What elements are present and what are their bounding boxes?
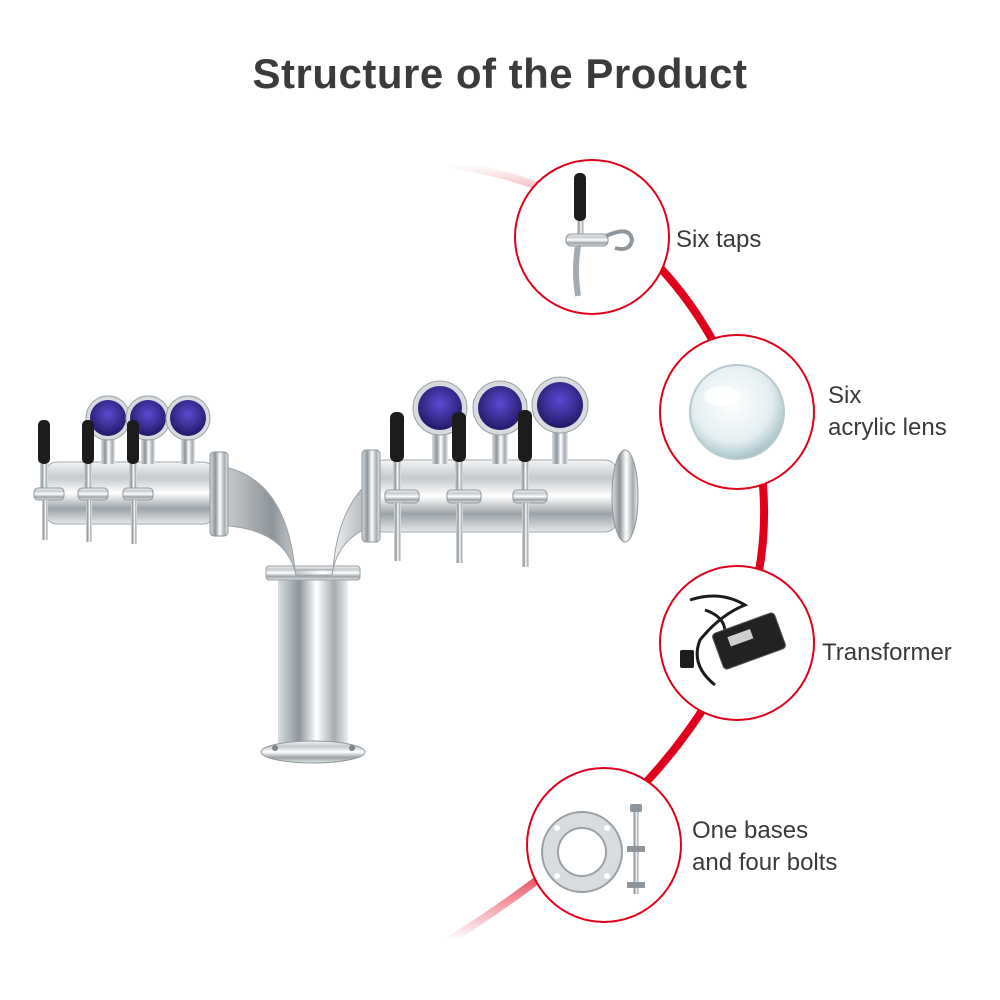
label-line: acrylic lens <box>828 414 947 441</box>
callout-acrylic-lens <box>659 334 815 490</box>
beer-tap <box>446 412 482 563</box>
lens-badge <box>472 380 528 464</box>
callout-label-six-taps: Six taps <box>676 224 761 256</box>
power-adapter-icon <box>680 594 786 687</box>
base-plate-and-bolt-icon <box>541 804 645 894</box>
six-tap-beer-tower-icon <box>33 376 639 764</box>
beer-tap <box>384 412 420 561</box>
acrylic-lens-icon <box>689 364 785 460</box>
label-line: Six taps <box>676 226 762 253</box>
label-line: Transformer <box>822 639 952 666</box>
lens-badge <box>165 395 211 464</box>
callout-label-acrylic-lens: Six acrylic lens <box>828 380 947 444</box>
callout-six-taps <box>514 159 670 315</box>
lens-badge <box>85 395 131 464</box>
beer-tap <box>122 420 154 544</box>
label-line: One bases <box>692 817 809 844</box>
label-line: Six <box>828 382 862 409</box>
beer-tap <box>512 410 548 567</box>
lens-badge <box>531 376 589 464</box>
label-line: and four bolts <box>692 849 838 876</box>
beer-tap-icon <box>565 173 635 297</box>
beer-tap <box>33 420 65 540</box>
beer-tap <box>77 420 109 542</box>
callout-transformer <box>659 565 815 721</box>
callout-base-and-bolts <box>526 767 682 923</box>
page-title: Structure of the Product <box>252 50 748 97</box>
callout-label-transformer: Transformer <box>822 637 952 669</box>
callout-label-base-and-bolts: One bases and four bolts <box>692 815 837 879</box>
lens-badge <box>412 380 468 464</box>
